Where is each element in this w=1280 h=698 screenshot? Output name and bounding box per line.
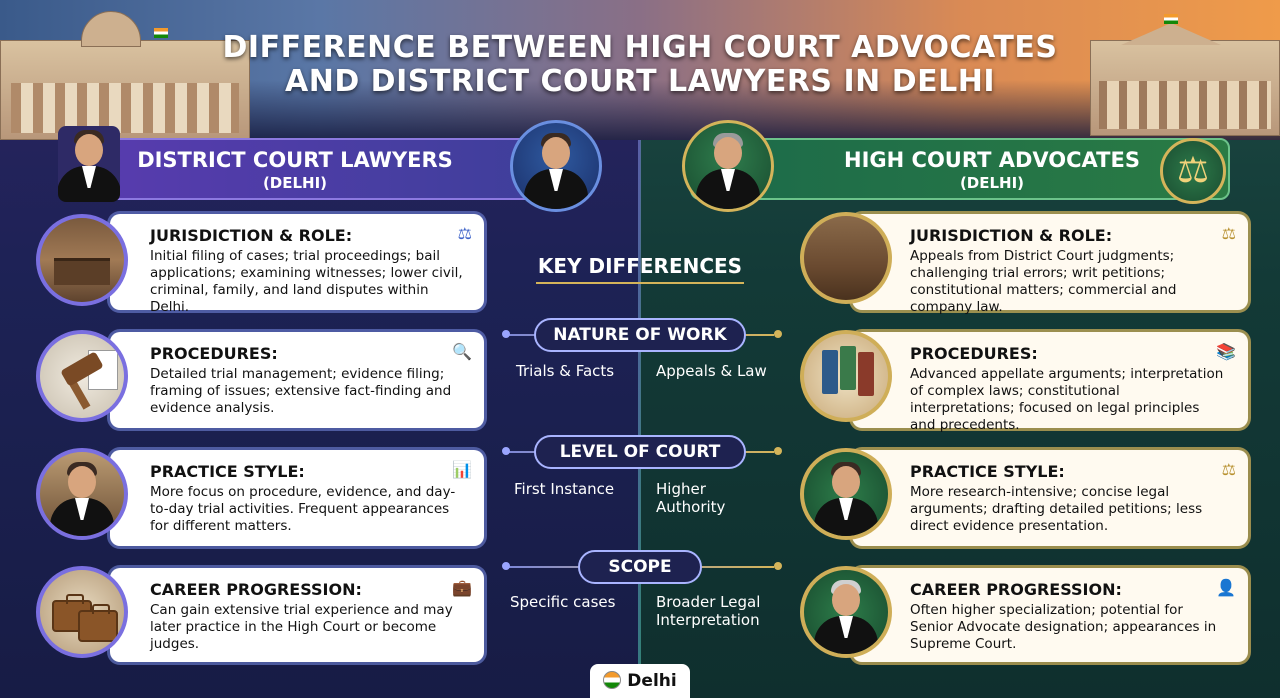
district-practice-style-card: PRACTICE STYLE: More focus on procedure,…: [110, 450, 484, 546]
briefcases-image: [36, 566, 128, 658]
scale-icon: ⚖: [1221, 460, 1236, 479]
high-court-procedures-card: PROCEDURES: Advanced appellate arguments…: [852, 332, 1248, 433]
nature-of-work-right: Appeals & Law: [656, 362, 767, 380]
high-court-career-card: CAREER PROGRESSION: Often higher special…: [852, 568, 1248, 662]
nature-of-work-pill: NATURE OF WORK: [534, 318, 746, 352]
center-divider: [638, 140, 641, 670]
card-title: PROCEDURES:: [910, 344, 1038, 363]
high-court-advocate-avatar: [682, 120, 774, 212]
card-text: More research-intensive; concise legal a…: [910, 484, 1203, 534]
delhi-footer-tag: Delhi: [590, 664, 690, 698]
nature-of-work-left: Trials & Facts: [516, 362, 615, 380]
high-court-building-image: [1090, 23, 1280, 136]
main-title-line-2: AND DISTRICT COURT LAWYERS IN DELHI: [285, 64, 995, 99]
india-flag-icon: [154, 28, 168, 38]
scale-icon: ⚖: [1221, 224, 1236, 243]
connector-dot: [774, 562, 782, 570]
level-of-court-pill: LEVEL OF COURT: [534, 435, 746, 469]
card-text: Appeals from District Court judgments; c…: [910, 248, 1177, 315]
district-court-building-image: [0, 11, 250, 140]
connector-dot: [502, 562, 510, 570]
document-search-icon: 🔍: [452, 342, 472, 361]
law-books-image: [800, 330, 892, 422]
high-court-header-subtitle: (DELHI): [959, 174, 1025, 192]
district-jurisdiction-card: JURISDICTION & ROLE: Initial filing of c…: [110, 214, 484, 315]
card-text: Can gain extensive trial experience and …: [150, 602, 453, 652]
district-lawyer-avatar: [510, 120, 602, 212]
high-court-header: HIGH COURT ADVOCATES (DELHI): [690, 138, 1230, 200]
briefcase-icon: 💼: [452, 578, 472, 597]
district-court-header: DISTRICT COURT LAWYERS (DELHI): [58, 138, 558, 200]
senior-advocate-image: [800, 566, 892, 658]
district-career-card: CAREER PROGRESSION: Can gain extensive t…: [110, 568, 484, 662]
key-differences-title: KEY DIFFERENCES: [537, 254, 743, 278]
card-title: PRACTICE STYLE:: [150, 462, 305, 481]
connector-dot: [774, 330, 782, 338]
card-title: JURISDICTION & ROLE:: [150, 226, 353, 245]
card-text: More focus on procedure, evidence, and d…: [150, 484, 456, 534]
district-court-header-title: DISTRICT COURT LAWYERS: [137, 148, 453, 172]
advocate-arguing-image: [800, 448, 892, 540]
card-title: CAREER PROGRESSION:: [910, 580, 1122, 599]
connector-dot: [502, 330, 510, 338]
chart-icon: 📊: [452, 460, 472, 479]
delhi-logo-icon: [603, 671, 622, 689]
key-differences-underline: [536, 282, 744, 284]
card-title: PROCEDURES:: [150, 344, 278, 363]
scope-left: Specific cases: [510, 593, 616, 611]
scope-right: Broader Legal Interpretation: [656, 593, 761, 629]
card-text: Detailed trial management; evidence fili…: [150, 366, 452, 416]
card-text: Initial filing of cases; trial proceedin…: [150, 248, 463, 315]
card-title: PRACTICE STYLE:: [910, 462, 1065, 481]
district-court-header-subtitle: (DELHI): [262, 174, 328, 192]
lawyer-arguing-image: [36, 448, 128, 540]
district-procedures-card: PROCEDURES: Detailed trial management; e…: [110, 332, 484, 428]
high-court-header-title: HIGH COURT ADVOCATES: [844, 148, 1140, 172]
high-court-jurisdiction-card: JURISDICTION & ROLE: Appeals from Distri…: [852, 214, 1248, 315]
level-of-court-right: Higher Authority: [656, 480, 726, 516]
card-title: JURISDICTION & ROLE:: [910, 226, 1113, 245]
india-flag-icon: [1164, 14, 1178, 24]
high-court-bench-image: [800, 212, 892, 304]
card-text: Advanced appellate arguments; interpreta…: [910, 366, 1224, 433]
scale-icon: ⚖: [457, 224, 472, 243]
scales-of-justice-icon: ⚖: [1160, 138, 1226, 204]
high-court-practice-style-card: PRACTICE STYLE: More research-intensive;…: [852, 450, 1248, 546]
courtroom-trial-image: [36, 214, 128, 306]
card-text: Often higher specialization; potential f…: [910, 602, 1217, 652]
level-of-court-left: First Instance: [514, 480, 615, 498]
connector-dot: [774, 447, 782, 455]
books-icon: 📚: [1216, 342, 1236, 361]
main-title-line-1: DIFFERENCE BETWEEN HIGH COURT ADVOCATES: [222, 30, 1058, 65]
lawyer-with-document-icon: [58, 126, 120, 202]
connector-dot: [502, 447, 510, 455]
scope-pill: SCOPE: [578, 550, 702, 584]
person-icon: 👤: [1216, 578, 1236, 597]
card-title: CAREER PROGRESSION:: [150, 580, 362, 599]
delhi-label: Delhi: [627, 671, 677, 691]
gavel-and-papers-image: [36, 330, 128, 422]
